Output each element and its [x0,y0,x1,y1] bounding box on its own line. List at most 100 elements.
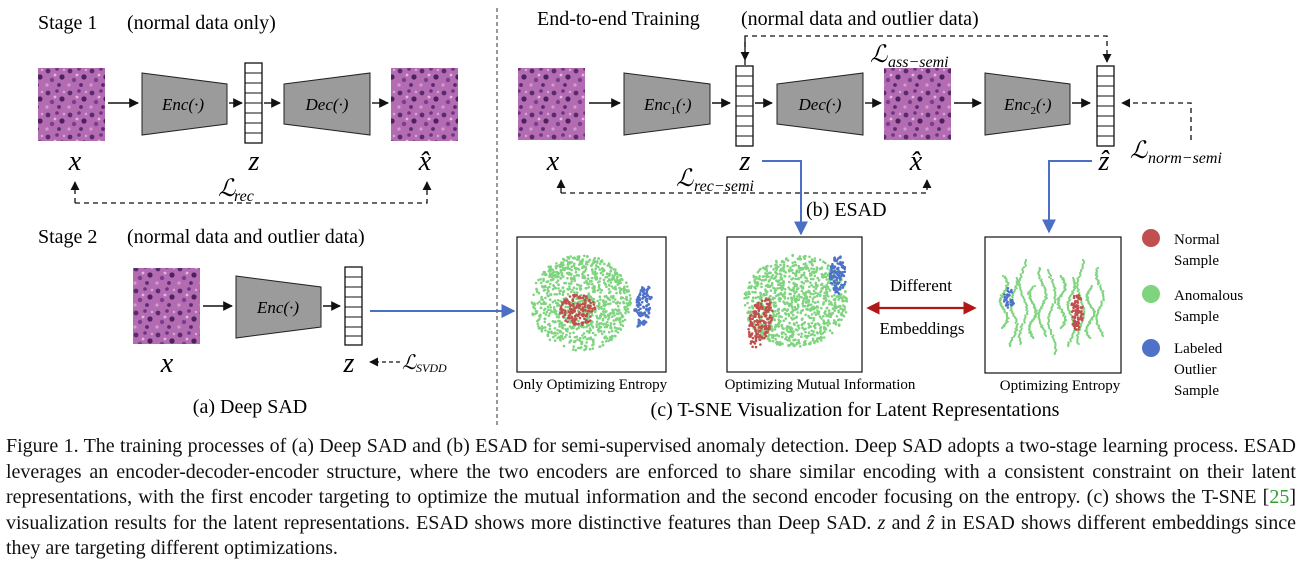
tsne-point [778,286,781,290]
tsne-point [597,257,600,260]
tsne-point [546,305,550,309]
s1-encoder-block [141,72,228,136]
tsne-point [792,264,796,267]
tsne-point [1077,276,1080,279]
different-label: Different [890,276,952,295]
tsne-point [793,260,797,264]
tsne-point [605,310,608,313]
tsne-point [1067,344,1070,348]
tsne-point [808,303,811,307]
tsne-point [638,311,642,315]
tsne-point [800,295,803,299]
tsne-point [762,294,765,297]
tsne-point [780,323,784,327]
tsne-point [773,289,777,293]
tsne-point [810,262,814,266]
tsne-point [590,276,594,280]
tsne-point [602,299,605,302]
tsne-point [1017,335,1020,338]
tsne-point [764,297,768,301]
tsne-point [822,302,825,306]
tsne-point [614,268,617,271]
tsne-point [818,315,822,318]
tsne-point [816,322,820,325]
tsne-point [549,269,552,273]
tsne-point [758,306,762,310]
tsne-point [836,257,840,260]
tsne-point [795,290,798,294]
tsne-point [551,300,555,304]
tsne-point [561,301,564,305]
tsne-point [572,326,575,330]
tsne-point [646,288,649,291]
tsne-point [581,258,585,261]
tsne-point [1062,314,1065,317]
tsne-point [786,259,790,262]
tsne-point [547,265,551,269]
s1-recon-image [391,68,458,141]
tsne-point [575,335,579,339]
tsne-point [594,264,598,267]
tsne-point [809,292,813,296]
tsne-point [1019,342,1022,346]
tsne-section-label: (c) T-SNE Visualization for Latent Repre… [651,399,1060,421]
tsne-point [819,290,822,294]
rec-loss-path [75,181,432,204]
tsne-point [779,263,782,267]
tsne-point [824,299,828,303]
tsne-point [602,278,606,282]
tsne-point [538,314,541,318]
tsne-point [589,336,593,340]
tsne-point [577,296,580,299]
tsne-point [558,289,561,293]
tsne-point [816,332,819,335]
tsne-point [812,305,815,309]
tsne-point [1027,292,1030,295]
tsne-point [541,285,544,289]
tsne-point [593,289,596,292]
tsne-point [751,317,754,321]
tsne-point [610,338,613,342]
tsne-point [1021,324,1024,327]
caption-citation-link[interactable]: 25 [1269,486,1290,508]
tsne-point [837,324,841,327]
tsne-point [595,323,598,326]
tsne-point [559,339,562,342]
tsne-point [604,335,607,338]
tsne-point [578,339,582,342]
s2-latent-vector [344,266,363,346]
tsne-point [784,312,787,315]
tsne-point [805,290,808,294]
tsne-point [783,275,787,278]
tsne-point [558,320,561,323]
tsne-point [648,306,652,310]
tsne-point [571,311,574,315]
tsne-point [584,299,587,303]
tsne-point [606,318,610,321]
tsne-point [833,301,837,305]
s2-encoder-block [235,275,322,339]
tsne-point [1077,328,1080,331]
tsne-point [579,299,582,303]
tsne-point [819,267,822,271]
tsne-point [573,319,576,322]
tsne-point [749,312,753,315]
tsne-point [797,327,801,330]
tsne-point [1010,303,1013,307]
tsne-point [824,261,827,265]
tsne-point [843,305,846,309]
e2e-decoder-label: Dec(·) [798,95,842,114]
tsne-point [583,281,586,284]
tsne-point [577,326,580,330]
tsne-point [792,322,796,325]
caption-zhat: ẑ [926,511,935,534]
tsne-point [843,308,847,311]
tsne-point [790,268,794,272]
tsne-point [636,295,640,299]
tsne-point [538,300,541,304]
tsne-point [638,324,641,327]
tsne-point [573,279,576,283]
tsne-point [587,277,590,281]
tsne-point [545,310,549,314]
tsne-point [601,310,605,313]
